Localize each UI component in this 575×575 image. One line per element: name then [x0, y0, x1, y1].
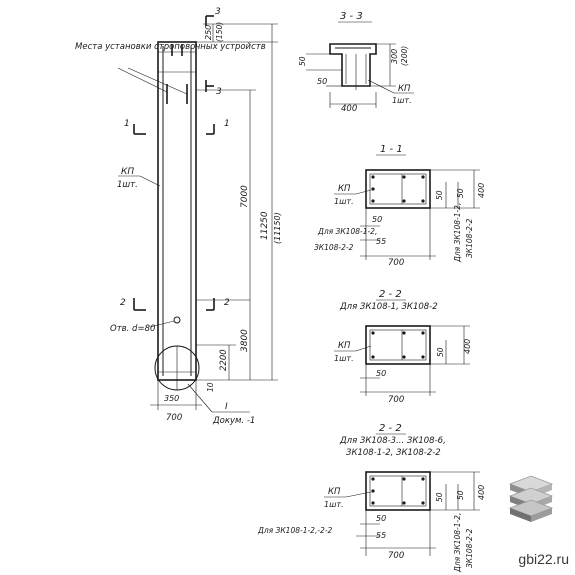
s22a-title: 2 - 2	[379, 289, 402, 300]
kp-label: КП	[121, 167, 134, 177]
s11-dim-50r: 50	[435, 190, 444, 200]
dim-base-left: 350	[164, 394, 179, 403]
section-2-2-b: 2 - 2 Для ЗК108-3... ЗК108-6, ЗК108-1-2,…	[257, 423, 486, 573]
s22b-dim-700: 700	[388, 551, 404, 561]
s22b-note-vert-1: Для ЗК108-1-2,	[453, 513, 462, 573]
dim-lower: 3800	[240, 329, 250, 352]
cut-2-right: 2	[224, 298, 230, 308]
stacked-slabs-icon	[508, 475, 554, 522]
cut-3-top: 3	[215, 7, 221, 17]
s33-dim-300-alt: (200)	[400, 46, 409, 66]
s11-dim-50: 50	[372, 215, 382, 224]
s22b-kp-qty: 1шт.	[324, 500, 344, 509]
s22b-dim-50r: 50	[435, 492, 444, 502]
ref-doc: Докум. -1	[212, 416, 255, 426]
s11-dim-400: 400	[477, 183, 486, 198]
s33-dim-50b: 50	[317, 77, 327, 86]
section-3-3: 3 - 3 50 50 300 (200) 400 КП 1шт.	[298, 11, 414, 114]
s11-note-vert-1: Для ЗК108-1-2,	[453, 203, 462, 263]
s22b-subtitle-1: Для ЗК108-3... ЗК108-6,	[339, 436, 446, 446]
s22b-kp-label: КП	[328, 487, 341, 497]
s33-kp-qty: 1шт.	[392, 96, 412, 105]
section-3-3-outline	[329, 43, 377, 87]
dim-base-gap: 10	[206, 382, 215, 392]
s33-dim-400: 400	[341, 104, 357, 114]
section-1-1: 1 - 1 КП 1шт. 50 55 Для ЗК108-1-2, ЗК108…	[314, 144, 486, 268]
section-2-2-a: 2 - 2 Для ЗК108-1, ЗК108-2 КП 1шт. 50 70…	[334, 289, 472, 405]
s22b-outline	[365, 471, 431, 511]
section-1-1-title: 1 - 1	[380, 144, 403, 155]
s22a-subtitle: Для ЗК108-1, ЗК108-2	[339, 302, 438, 312]
s22b-dim-50: 50	[376, 514, 386, 523]
cut-1-left: 1	[124, 119, 130, 129]
s11-note-vert-2: ЗК108-2-2	[465, 218, 474, 258]
s22b-subtitle-2: ЗК108-1-2, ЗК108-2-2	[346, 448, 441, 458]
mount-note: Места установки строповочных устройств	[75, 42, 266, 52]
s33-dim-300: 300	[390, 49, 399, 64]
kp-qty: 1шт.	[117, 180, 138, 190]
s22b-dim-55: 55	[376, 531, 386, 540]
s11-dim-700: 700	[388, 258, 404, 268]
s22a-kp-label: КП	[338, 341, 351, 351]
s22a-kp-qty: 1шт.	[334, 354, 354, 363]
s11-dim-50r2: 50	[456, 188, 465, 198]
section-3-3-title: 3 - 3	[340, 11, 363, 22]
s11-note-1: Для ЗК108-1-2,	[317, 227, 377, 236]
dim-top-alt: (150)	[215, 22, 224, 42]
s22a-outline	[365, 325, 431, 365]
s22a-dim-50: 50	[376, 369, 386, 378]
watermark-text: gbi22.ru	[518, 551, 569, 567]
pillar-elevation: Места установки строповочных устройств К…	[75, 7, 282, 426]
dim-total-alt: (11150)	[273, 212, 282, 244]
dim-upper: 7000	[240, 185, 250, 208]
s22a-dim-400: 400	[463, 339, 472, 354]
dim-total: 11250	[260, 211, 270, 240]
s22b-note-vert-2: ЗК108-2-2	[465, 528, 474, 568]
s22a-dim-700: 700	[388, 395, 404, 405]
s11-kp-qty: 1шт.	[334, 197, 354, 206]
s33-kp-label: КП	[398, 84, 411, 94]
s11-dim-55: 55	[376, 237, 386, 246]
s11-kp-label: КП	[338, 184, 351, 194]
s11-note-2: ЗК108-2-2	[314, 243, 354, 252]
hole-label: Отв. d=80	[110, 324, 155, 334]
s22b-dim-400: 400	[477, 485, 486, 500]
s22b-dim-50r2: 50	[456, 490, 465, 500]
pillar-outline	[157, 41, 197, 381]
ref-num: I	[225, 402, 228, 412]
s22b-note-1: Для ЗК108-1-2,-2-2	[257, 526, 333, 535]
dim-small: 2200	[219, 349, 229, 371]
s11-outline	[365, 169, 431, 209]
cut-1-right: 1	[224, 119, 230, 129]
cut-3-bottom: 3	[216, 87, 222, 97]
dim-base-width: 700	[166, 413, 182, 423]
cut-2-left: 2	[120, 298, 126, 308]
s22a-dim-50r: 50	[436, 347, 445, 357]
s22b-title: 2 - 2	[379, 423, 402, 434]
dim-top: 250	[204, 25, 213, 40]
s33-dim-50a: 50	[298, 56, 307, 66]
